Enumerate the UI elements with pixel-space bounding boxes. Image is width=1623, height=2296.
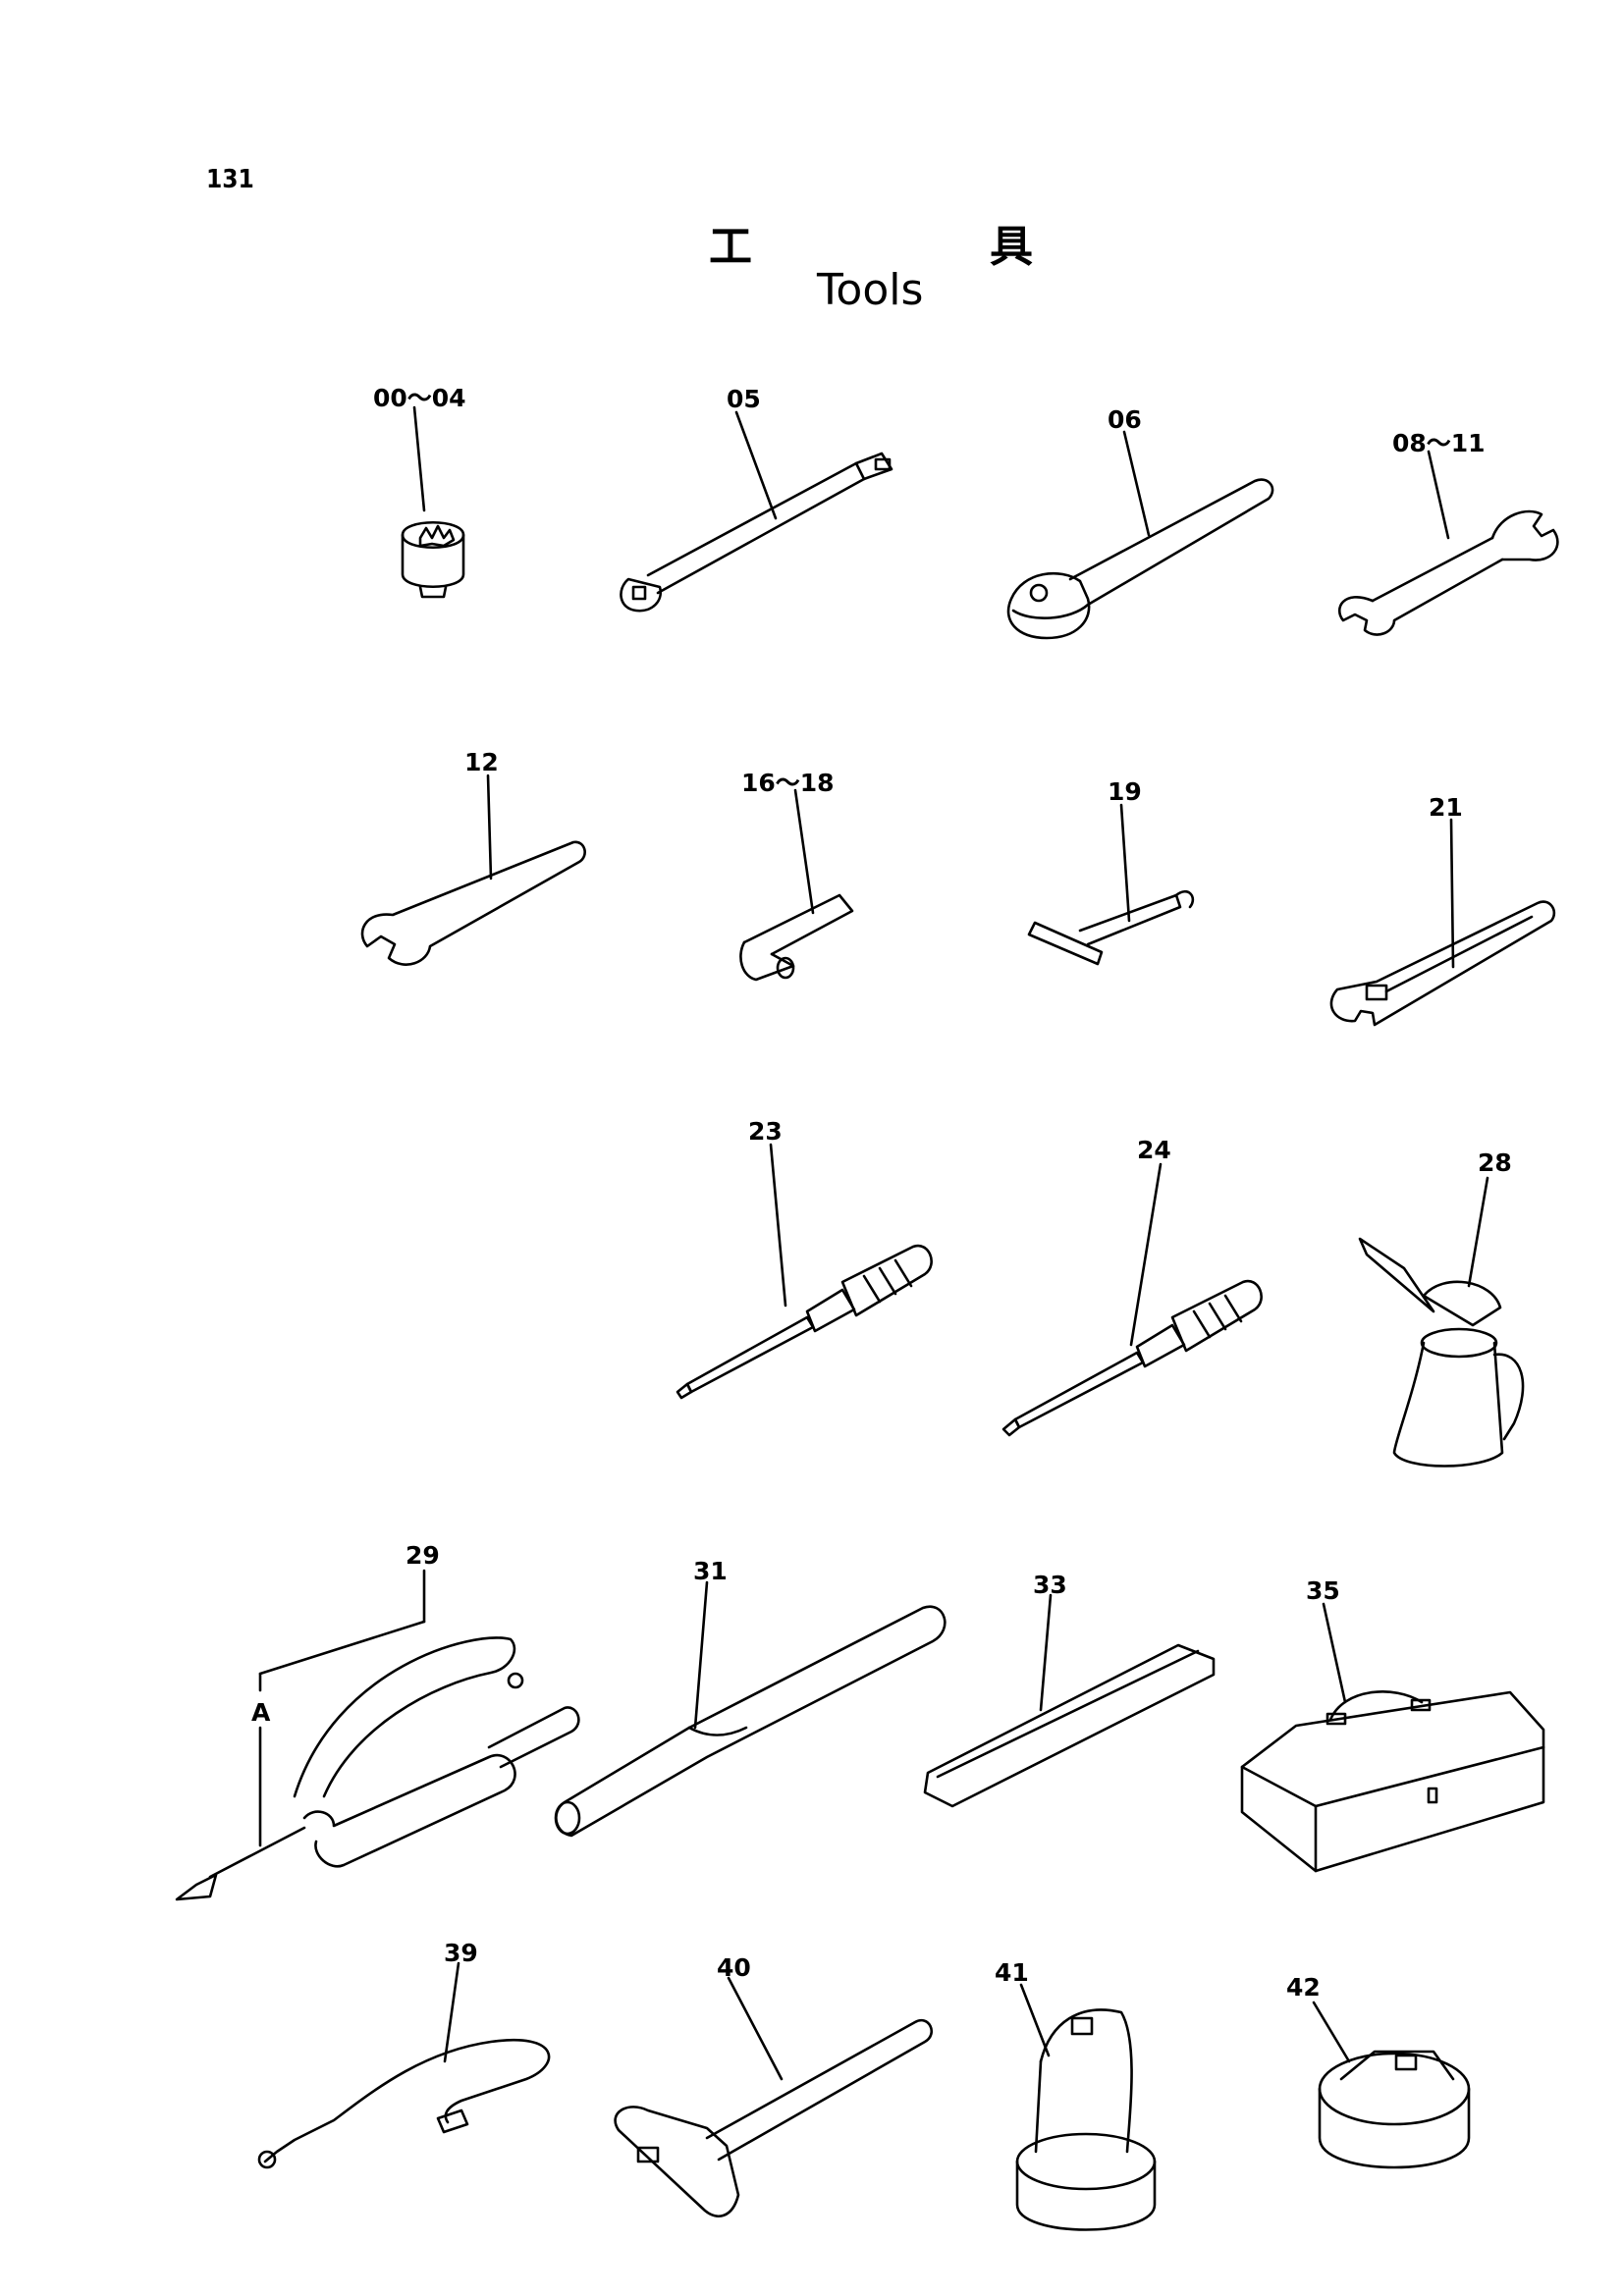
screwdriver-icon: [676, 1143, 933, 1400]
callout-23: 23: [748, 1117, 783, 1146]
double-spanner-icon: [1338, 450, 1559, 636]
callout-35: 35: [1306, 1576, 1340, 1605]
callout-06: 06: [1108, 405, 1142, 434]
toolbox-icon: [1240, 1602, 1545, 1873]
page-title-en: Tools: [817, 265, 924, 315]
callout-39: 39: [444, 1939, 478, 1967]
hammer-icon: [614, 1976, 933, 2217]
callout-16-18: 16～18: [741, 769, 835, 797]
grease-gun-icon: [175, 1569, 580, 1901]
callout-24: 24: [1137, 1136, 1171, 1164]
callout-41: 41: [995, 1958, 1029, 1987]
callout-21: 21: [1429, 793, 1463, 822]
extension-bar-icon: [620, 410, 893, 613]
callout-31: 31: [693, 1557, 728, 1585]
callout-40: 40: [717, 1953, 751, 1982]
callout-a: A: [251, 1698, 271, 1727]
hex-key-icon: [739, 788, 854, 982]
callout-19: 19: [1108, 777, 1142, 806]
adjustable-wrench-icon: [1329, 818, 1556, 1027]
callout-28: 28: [1478, 1148, 1512, 1177]
page-title-jp-1: 工: [709, 222, 752, 272]
ratchet-handle-icon: [1006, 430, 1274, 640]
bar-icon: [923, 1593, 1216, 1808]
oil-can-icon: [1358, 1176, 1525, 1468]
callout-05: 05: [727, 385, 761, 413]
callout-00-04: 00～04: [373, 384, 466, 412]
screwdriver-2-icon: [1001, 1162, 1263, 1437]
callout-29: 29: [406, 1541, 440, 1570]
filter-wrench-icon: [1015, 1983, 1157, 2231]
single-spanner-icon: [360, 774, 586, 966]
page-title-jp-2: 具: [990, 222, 1033, 272]
socket-icon: [401, 405, 465, 599]
callout-08-11: 08～11: [1392, 429, 1486, 457]
page-number: 131: [206, 165, 254, 194]
filter-wrench-2-icon: [1312, 2001, 1471, 2169]
handle-pipe-icon: [554, 1580, 947, 1838]
hose-icon: [257, 1961, 551, 2169]
callout-12: 12: [464, 748, 499, 776]
t-wrench-icon: [1027, 803, 1195, 966]
callout-42: 42: [1286, 1973, 1321, 2002]
